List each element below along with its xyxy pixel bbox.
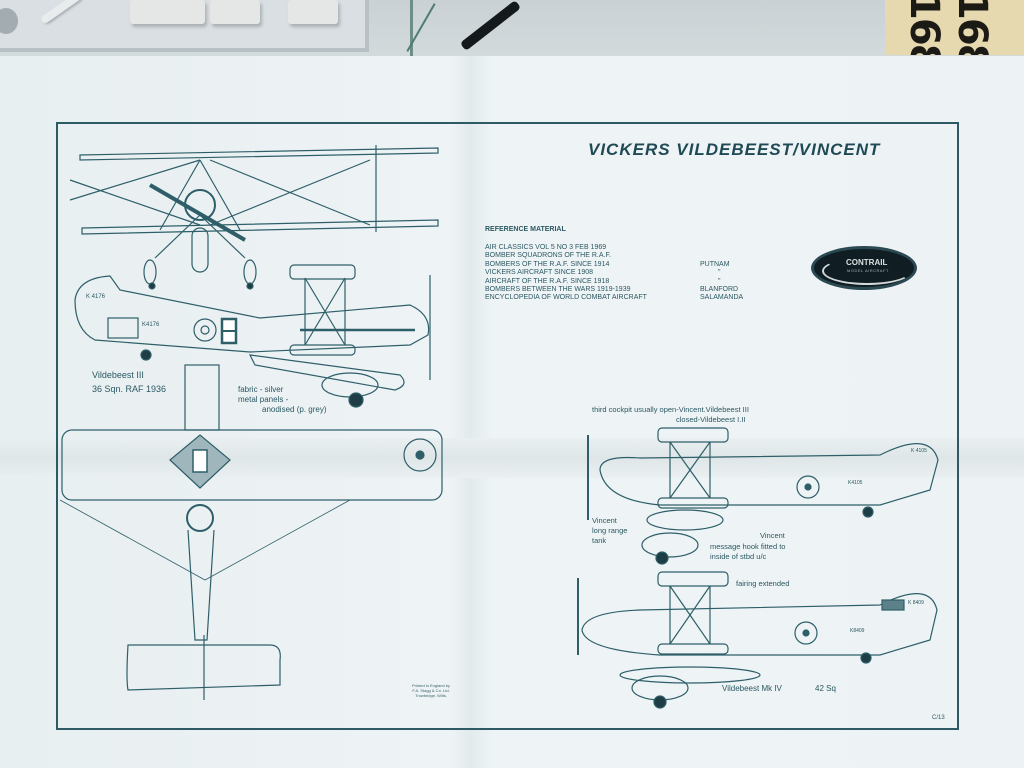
reference-item: BOMBERS OF THE R.A.F. SINCE 1914 PUTNAM <box>485 261 798 269</box>
printer-line: F.A. Stagg & Co. Ltd. <box>412 688 450 693</box>
reference-item: VICKERS AIRCRAFT SINCE 1908 " <box>485 269 798 277</box>
sheet-title: VICKERS VILDEBEEST/VINCENT <box>588 140 881 159</box>
reference-item: BOMBERS BETWEEN THE WARS 1919-1939 BLANFO… <box>485 286 798 294</box>
reference-publisher <box>700 244 780 252</box>
sprue-part <box>288 0 338 24</box>
reference-title: BOMBERS OF THE R.A.F. SINCE 1914 <box>485 260 610 268</box>
green-wire <box>410 0 413 60</box>
side-view-drawing-left <box>74 264 431 408</box>
corner-mark: C/13 <box>932 715 945 721</box>
reference-publisher: PUTNAM <box>700 260 730 268</box>
reference-title: ENCYCLOPEDIA OF WORLD COMBAT AIRCRAFT <box>485 294 647 302</box>
reference-publisher: " <box>718 277 721 285</box>
contrail-logo: CONTRAIL MODEL AIRCRAFT <box>811 246 917 290</box>
sprue-part <box>0 8 18 34</box>
finish-note: anodised (p. grey) <box>262 405 327 414</box>
side-view-drawing-mk4 <box>577 571 938 709</box>
reference-publisher: " <box>718 269 721 277</box>
side-view-drawing-vincent <box>587 427 939 565</box>
fuselage-serial: K4105 <box>848 480 863 486</box>
tail-serial: K 4176 <box>86 294 106 300</box>
logo-name: CONTRAIL <box>846 258 888 267</box>
sprue-part <box>210 0 260 24</box>
hook-note: inside of stbd u/c <box>710 552 767 561</box>
reference-list: AIR CLASSICS VOL 5 NO 3 FEB 1969 BOMBER … <box>485 244 798 303</box>
tail-serial: K 4105 <box>911 448 927 454</box>
fuselage-serial: K8409 <box>850 628 865 634</box>
reference-heading: REFERENCE MATERIAL <box>485 226 566 233</box>
caption-variant: Vildebeest III <box>92 370 144 380</box>
finish-note: fabric - silver <box>238 385 284 394</box>
finish-note: metal panels - <box>238 395 289 404</box>
logo-swoosh-icon <box>822 257 912 285</box>
paper-fold <box>0 438 1024 478</box>
hook-note: Vincent <box>760 531 785 540</box>
caption-variant: Vildebeest Mk IV <box>722 684 782 693</box>
tank-note: long range <box>592 526 628 535</box>
reference-title: VICKERS AIRCRAFT SINCE 1908 <box>485 269 594 277</box>
cockpit-note: closed-Vildebeest I.II <box>676 415 746 424</box>
instruction-sheet <box>0 56 1024 768</box>
decal-sheet: 168 168 <box>885 0 1024 55</box>
sprue-part <box>130 0 205 24</box>
reference-title: BOMBER SQUADRONS OF THE R.A.F. <box>485 252 611 260</box>
logo-subtitle: MODEL AIRCRAFT <box>847 268 889 273</box>
sheet-border <box>56 122 959 730</box>
reference-publisher: BLANFORD <box>700 286 739 294</box>
plastic-sprue <box>0 0 369 52</box>
tail-serial: K 8409 <box>908 600 924 606</box>
reference-title: AIRCRAFT OF THE R.A.F. SINCE 1918 <box>485 277 610 285</box>
reference-title: AIR CLASSICS VOL 5 NO 3 FEB 1969 <box>485 244 607 251</box>
fuselage-serial: K4176 <box>142 322 160 328</box>
printer-credit: Printed in England by F.A. Stagg & Co. L… <box>412 683 450 698</box>
reference-item: AIR CLASSICS VOL 5 NO 3 FEB 1969 <box>485 244 798 252</box>
front-view-drawing <box>69 145 439 290</box>
reference-item: AIRCRAFT OF THE R.A.F. SINCE 1918 " <box>485 278 798 286</box>
caption-squadron: 42 Sq <box>815 684 836 693</box>
reference-item: BOMBER SQUADRONS OF THE R.A.F. <box>485 252 798 260</box>
fairing-note: fairing extended <box>736 579 790 588</box>
reference-publisher <box>700 252 780 260</box>
tank-note: Vincent <box>592 516 617 525</box>
printer-line: Printed in England by <box>412 683 451 688</box>
tank-note: tank <box>592 536 607 545</box>
hook-note: message hook fitted to <box>710 542 786 551</box>
printer-line: Trowbridge, Wilts. <box>415 693 447 698</box>
reference-title: BOMBERS BETWEEN THE WARS 1919-1939 <box>485 286 631 294</box>
reference-publisher: SALAMANDA <box>700 294 744 302</box>
cockpit-note: third cockpit usually open-Vincent.Vilde… <box>592 405 749 414</box>
reference-item: ENCYCLOPEDIA OF WORLD COMBAT AIRCRAFT SAL… <box>485 294 798 302</box>
plan-view-drawing <box>59 364 443 700</box>
caption-squadron: 36 Sqn. RAF 1936 <box>92 384 167 394</box>
